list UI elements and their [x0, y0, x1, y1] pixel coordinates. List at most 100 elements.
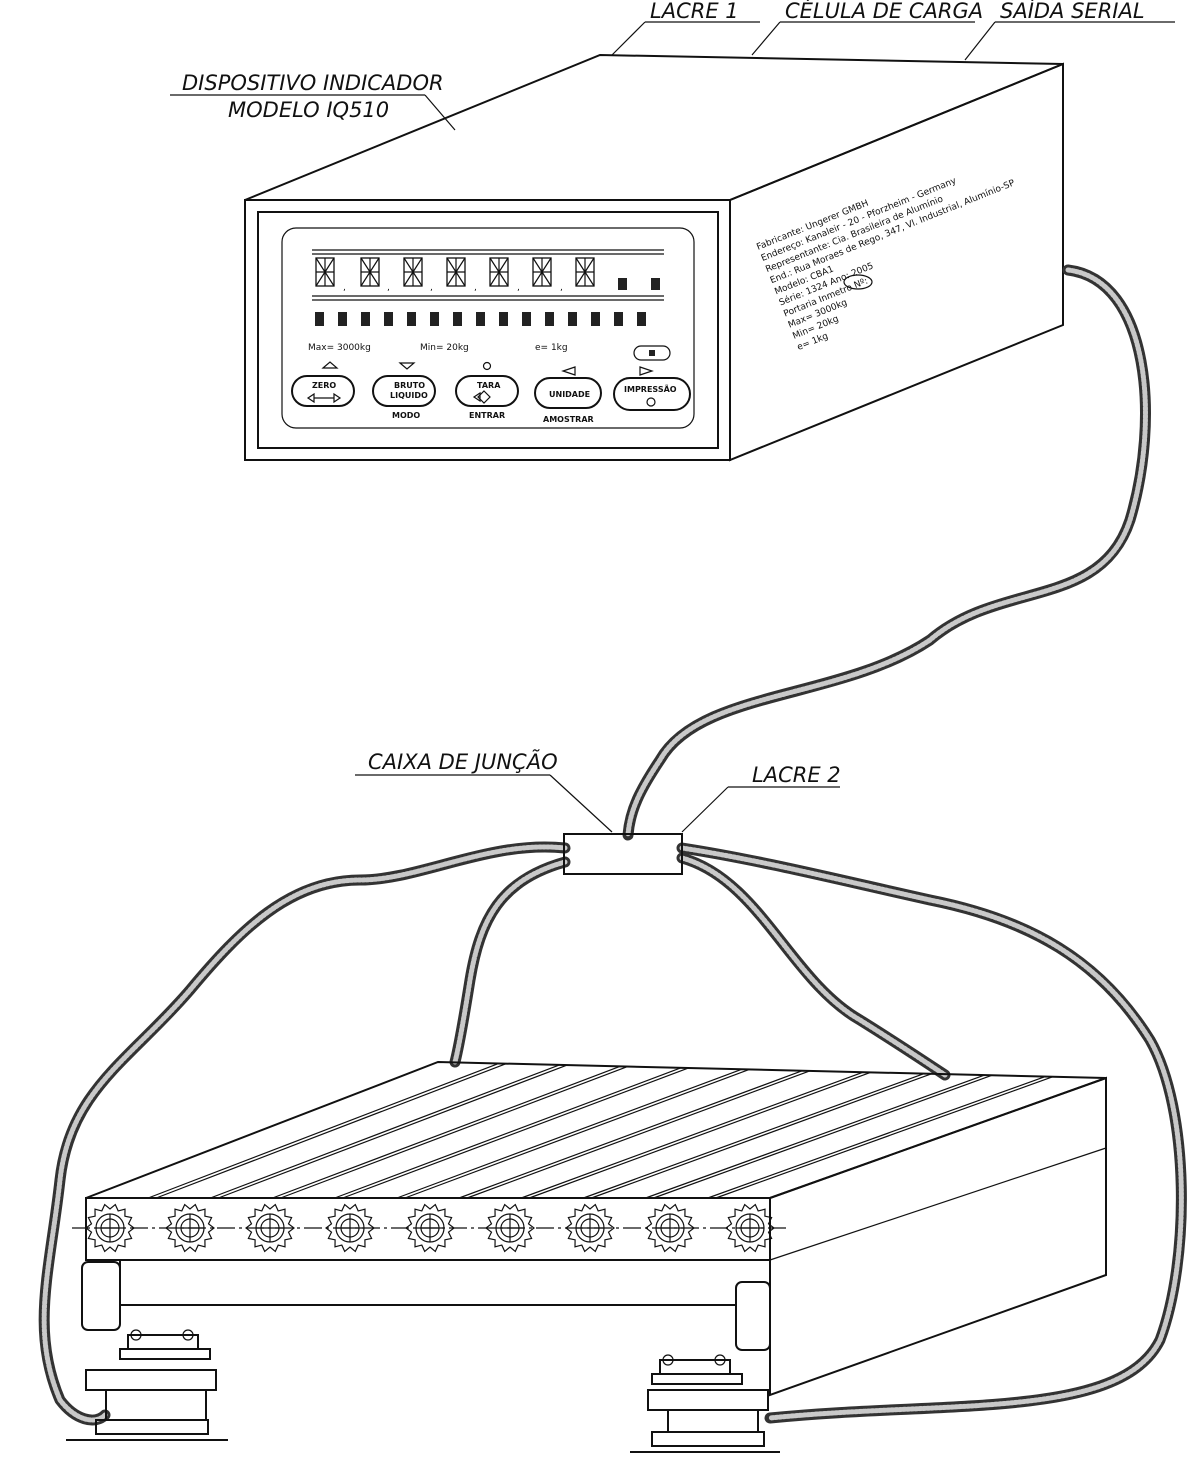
status-square — [637, 312, 646, 326]
sprocket-icon — [405, 1203, 455, 1253]
key-unidade[interactable]: UNIDADE AMOSTRAR — [534, 377, 602, 424]
status-square — [591, 312, 600, 326]
sprocket-icon — [725, 1203, 775, 1253]
status-square — [361, 312, 370, 326]
key-tara-label: TARA — [477, 381, 501, 390]
digit-3 — [403, 257, 423, 287]
svg-text:,: , — [517, 283, 520, 293]
status-square — [522, 312, 531, 326]
arrows-icon — [306, 392, 342, 404]
status-square — [568, 312, 577, 326]
right-load-cell — [630, 1354, 780, 1453]
up-arrow-icon — [321, 361, 339, 369]
deck-slat — [342, 1067, 690, 1199]
deck-slat — [272, 1065, 621, 1199]
indicator-device — [244, 53, 1064, 462]
svg-text:,: , — [387, 283, 390, 293]
key-zero[interactable]: ZERO — [291, 375, 355, 407]
digit-5 — [489, 257, 509, 287]
label-lacre-2: LACRE 2 — [752, 763, 841, 787]
key-bruto-liquido[interactable]: BRUTO LIQUIDO MODO — [372, 375, 436, 420]
deck-slat — [645, 1074, 985, 1199]
label-saida-serial: SAÍDA SERIAL — [1000, 0, 1145, 23]
digit-4 — [446, 257, 466, 287]
status-square — [476, 312, 485, 326]
key-zero-label: ZERO — [312, 381, 336, 390]
status-square — [453, 312, 462, 326]
status-square — [338, 312, 347, 326]
deck-slat — [155, 1062, 507, 1199]
tare-icon — [472, 390, 491, 404]
key-unidade-label: UNIDADE — [549, 390, 590, 399]
deck-slat — [521, 1071, 864, 1199]
deck-slat — [458, 1070, 803, 1199]
status-square — [545, 312, 554, 326]
cables — [38, 264, 1187, 1426]
division-text: e= 1kg — [535, 343, 568, 353]
svg-text:,: , — [343, 283, 346, 293]
down-arrow-icon — [398, 362, 416, 370]
left-arrow-icon — [561, 366, 576, 376]
sprocket-icon — [565, 1203, 615, 1253]
deck-slat — [707, 1075, 1046, 1199]
deck-slat — [280, 1065, 629, 1199]
key-tara[interactable]: TARA ENTRAR — [455, 375, 519, 420]
sprocket-icon — [485, 1203, 535, 1253]
label-caixa-de-juncao: CAIXA DE JUNÇÃO — [368, 748, 558, 774]
left-load-cell — [66, 1329, 228, 1441]
callouts — [170, 21, 1175, 833]
deck-slat — [591, 1073, 933, 1199]
min-capacity-text: Min= 20kg — [420, 343, 469, 353]
label-modelo: MODELO IQ510 — [228, 98, 389, 122]
identification-plate: Fabricante: Ungerer GMBH Endereço: Kanal… — [755, 176, 1017, 353]
status-square — [315, 312, 324, 326]
key-modo-label: MODO — [392, 411, 420, 420]
deck-slat — [396, 1068, 742, 1199]
deck-slat — [466, 1070, 811, 1199]
label-dispositivo-indicador: DISPOSITIVO INDICADOR — [182, 71, 444, 95]
key-liquido-label: LIQUIDO — [390, 391, 428, 400]
lcd-display: , , , , , , — [312, 249, 664, 326]
key-bruto-label: BRUTO — [394, 381, 425, 390]
deck-slat — [210, 1064, 560, 1199]
deck-slat — [583, 1073, 925, 1199]
svg-text:,: , — [430, 283, 433, 293]
seal-screw-icon — [843, 274, 873, 290]
right-arrow-icon — [639, 366, 654, 376]
deck-slat — [218, 1064, 568, 1199]
deck-slat — [147, 1062, 499, 1199]
label-lacre-1: LACRE 1 — [650, 0, 739, 23]
svg-text:,: , — [560, 283, 563, 293]
status-square — [614, 312, 623, 326]
circle-mark-icon — [482, 361, 492, 371]
deck-slat — [334, 1067, 682, 1199]
label-celula-de-carga: CÉLULA DE CARGA — [785, 0, 983, 23]
digit-1 — [315, 257, 335, 287]
sprocket-icon — [325, 1203, 375, 1253]
key-impressao-label: IMPRESSÃO — [624, 384, 677, 394]
key-entrar-label: ENTRAR — [469, 411, 505, 420]
status-square — [407, 312, 416, 326]
print-icon — [646, 397, 656, 407]
deck-slat — [653, 1074, 993, 1199]
deck-slat — [715, 1075, 1054, 1199]
junction-box — [563, 833, 683, 875]
status-square — [430, 312, 439, 326]
indicator-lamp — [633, 345, 671, 361]
key-impressao[interactable]: IMPRESSÃO — [613, 377, 691, 411]
sprocket-icon — [245, 1203, 295, 1253]
sprocket-icon — [645, 1203, 695, 1253]
deck-slat — [529, 1071, 872, 1199]
status-square — [384, 312, 393, 326]
sprocket-icon — [165, 1203, 215, 1253]
status-square — [499, 312, 508, 326]
sprocket-icon — [85, 1203, 135, 1253]
digit-6 — [532, 257, 552, 287]
digit-7 — [575, 257, 595, 287]
status-indicators — [315, 312, 646, 326]
digit-2 — [360, 257, 380, 287]
svg-text:,: , — [474, 283, 477, 293]
max-capacity-text: Max= 3000kg — [308, 343, 371, 353]
platform-scale — [66, 1060, 1107, 1453]
